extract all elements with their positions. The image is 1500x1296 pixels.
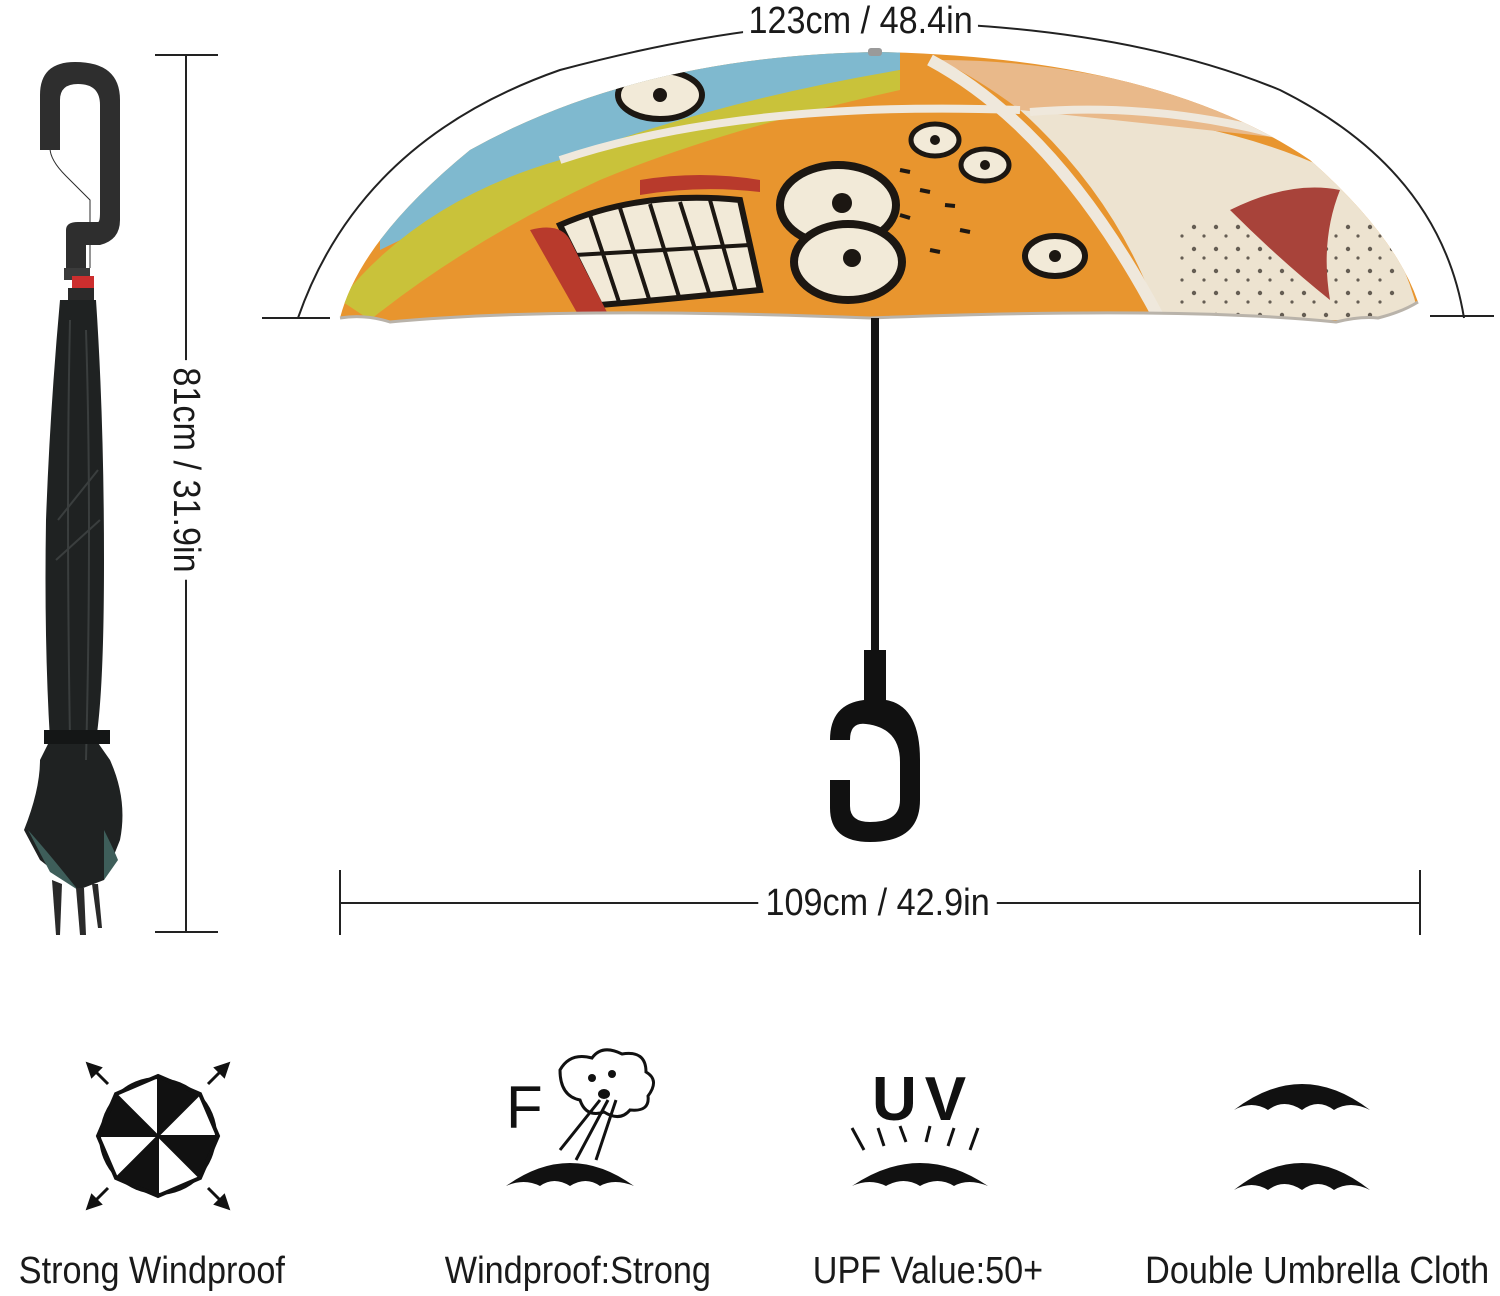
span-width-label: 109cm / 42.9in (758, 884, 998, 922)
umbrella-wind-arrows-icon (85, 1061, 231, 1211)
closed-umbrella-image (24, 62, 123, 935)
feature-label-strong-windproof: Strong Windproof (18, 1250, 285, 1292)
open-umbrella-shaft (830, 318, 920, 842)
wind-fan-cloud-icon: F (506, 1048, 655, 1186)
double-canopy-icon (1234, 1084, 1370, 1190)
svg-text:F: F (506, 1074, 543, 1141)
open-umbrella-handle (830, 650, 920, 842)
feature-label-upf-value: UPF Value:50+ (812, 1250, 1044, 1292)
open-width-label: 123cm / 48.4in (743, 2, 979, 40)
closed-umbrella-body (24, 300, 123, 890)
feature-label-windproof-strong: Windproof:Strong (444, 1250, 711, 1292)
svg-text:UV: UV (872, 1065, 974, 1134)
closed-umbrella-handle (40, 62, 120, 270)
feature-label-double-cloth: Double Umbrella Cloth (1145, 1250, 1490, 1292)
closed-length-label: 81cm / 31.9in (165, 360, 207, 580)
uv-sun-canopy-icon: UV (850, 1065, 988, 1186)
